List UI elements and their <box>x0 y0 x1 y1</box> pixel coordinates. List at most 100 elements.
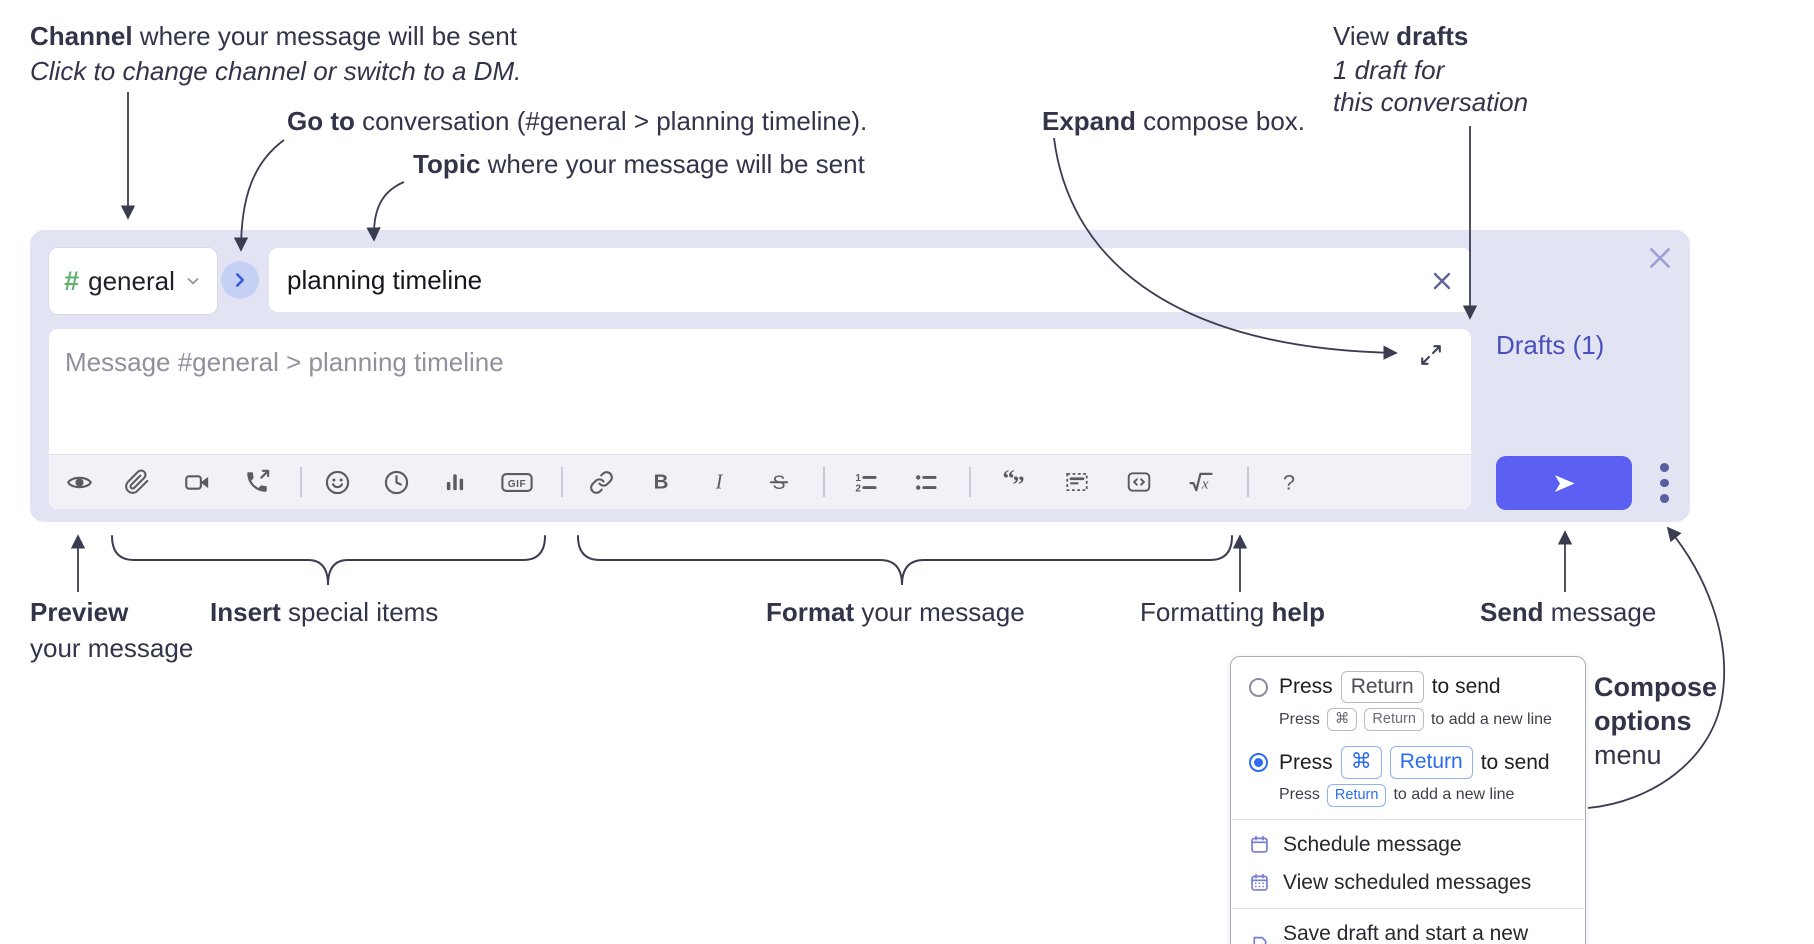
svg-text:x: x <box>1201 475 1209 492</box>
strikethrough-button[interactable]: S <box>759 462 799 502</box>
annotation-compose-options-bold2: options <box>1594 706 1692 737</box>
annotation-channel-rest: where your message will be sent <box>132 21 517 51</box>
opt2-pre: Press <box>1279 750 1333 774</box>
annotation-help-pre: Formatting <box>1140 597 1272 627</box>
close-icon <box>1650 248 1670 268</box>
toolbar-separator <box>1247 467 1249 497</box>
code-button[interactable] <box>1119 462 1159 502</box>
annotation-compose-options-rest: menu <box>1594 740 1662 771</box>
global-time-button[interactable] <box>376 462 416 502</box>
radio-checked-icon[interactable] <box>1249 753 1268 773</box>
menu-item-view-scheduled[interactable]: View scheduled messages <box>1231 864 1585 902</box>
svg-text:“: “ <box>1003 468 1015 493</box>
opt1-sub-rest: to add a new line <box>1430 710 1552 728</box>
menu-item-schedule-message[interactable]: Schedule message <box>1231 826 1585 864</box>
radio-unchecked-icon[interactable] <box>1249 677 1268 697</box>
svg-text:2: 2 <box>855 483 861 494</box>
strikethrough-icon: S <box>769 472 789 494</box>
keycap-cmd: ⌘ <box>1326 708 1358 732</box>
annotation-view-drafts-bold: drafts <box>1396 21 1469 51</box>
drafts-link[interactable]: Drafts (1) <box>1496 330 1605 360</box>
expand-compose-button[interactable] <box>1419 343 1443 367</box>
annotation-compose-options-bold1: Compose <box>1594 672 1718 702</box>
annotation-send-bold: Send <box>1480 597 1544 627</box>
menu-item-save-draft[interactable]: Save draft and start a new message <box>1231 915 1585 944</box>
spoiler-button[interactable] <box>1057 462 1097 502</box>
emoji-button[interactable] <box>317 462 357 502</box>
italic-button[interactable]: I <box>699 462 739 502</box>
annotation-send: Send message <box>1480 596 1656 629</box>
video-call-button[interactable] <box>177 462 217 502</box>
bold-icon: B <box>654 471 669 494</box>
topic-value: planning timeline <box>287 264 483 295</box>
svg-text:I: I <box>715 472 724 494</box>
annotation-topic-bold: Topic <box>413 149 481 179</box>
svg-text:?: ? <box>1283 470 1295 495</box>
annotation-goto-bold: Go to <box>287 106 355 136</box>
annotation-format: Format your message <box>766 596 1025 629</box>
annotation-goto-rest: conversation (#general > planning timeli… <box>354 106 868 136</box>
spoiler-icon <box>1066 472 1088 492</box>
kebab-dot <box>1659 494 1669 504</box>
annotation-expand: Expand compose box. <box>1042 105 1305 138</box>
paperclip-icon <box>125 469 149 494</box>
quote-button[interactable]: “” <box>993 462 1033 502</box>
annotation-send-rest: message <box>1543 597 1657 627</box>
popup-divider <box>1231 907 1585 909</box>
math-button[interactable]: x <box>1181 462 1221 502</box>
bulleted-list-button[interactable] <box>905 462 945 502</box>
annotation-view-drafts: View drafts <box>1333 20 1468 53</box>
svg-text:1: 1 <box>855 472 861 483</box>
message-input[interactable]: Message #general > planning timeline GIF… <box>48 328 1472 510</box>
preview-button[interactable] <box>59 462 99 502</box>
compose-options-button[interactable] <box>1648 463 1680 504</box>
eye-icon <box>66 476 92 488</box>
keycap-return: Return <box>1326 783 1387 807</box>
annotation-view-drafts-pre: View <box>1333 21 1397 51</box>
attach-file-button[interactable] <box>117 462 157 502</box>
message-placeholder: Message #general > planning timeline <box>65 347 504 377</box>
go-to-conversation-button[interactable] <box>221 261 259 299</box>
kebab-dot <box>1659 463 1669 472</box>
svg-text:GIF: GIF <box>508 479 527 490</box>
popup-divider <box>1231 818 1585 820</box>
channel-selector[interactable]: # general <box>48 247 218 315</box>
channel-name: general <box>88 265 175 296</box>
close-compose-button[interactable] <box>1646 244 1674 272</box>
math-sqrt-icon: x <box>1189 472 1213 492</box>
voice-call-button[interactable] <box>237 462 277 502</box>
toolbar-separator <box>969 467 971 497</box>
gif-button[interactable]: GIF <box>493 462 541 502</box>
topic-clear-button[interactable] <box>1429 268 1455 294</box>
annotation-goto: Go to conversation (#general > planning … <box>287 105 867 138</box>
format-brace <box>577 535 1233 586</box>
close-icon <box>1433 272 1451 290</box>
annotation-format-rest: your message <box>854 597 1025 627</box>
expand-icon <box>1421 345 1441 365</box>
chevron-down-icon <box>187 278 199 285</box>
message-formatting-help-button[interactable]: ? <box>1269 462 1309 502</box>
bold-button[interactable]: B <box>641 462 681 502</box>
keycap-cmd: ⌘ <box>1340 746 1382 779</box>
annotation-view-drafts-sub2: this conversation <box>1333 87 1529 117</box>
smiley-icon <box>325 470 349 494</box>
compose-toolbar: GIF B I S 12 “” x ? <box>49 454 1471 509</box>
link-icon <box>589 470 613 494</box>
opt2-sub-rest: to add a new line <box>1393 786 1515 804</box>
annotation-help-bold: help <box>1271 597 1325 627</box>
chevron-right-icon <box>235 273 245 287</box>
send-button[interactable] <box>1496 456 1632 510</box>
toolbar-separator <box>300 467 302 497</box>
annotation-insert-bold: Insert <box>210 597 281 627</box>
opt2-rest: to send <box>1480 750 1550 774</box>
topic-input[interactable]: planning timeline <box>268 247 1472 313</box>
annotation-view-drafts-sub1: 1 draft for <box>1333 55 1445 85</box>
poll-button[interactable] <box>435 462 475 502</box>
svg-text:”: ” <box>1012 472 1024 497</box>
link-button[interactable] <box>581 462 621 502</box>
annotation-compose-options: Compose options menu <box>1594 670 1794 772</box>
